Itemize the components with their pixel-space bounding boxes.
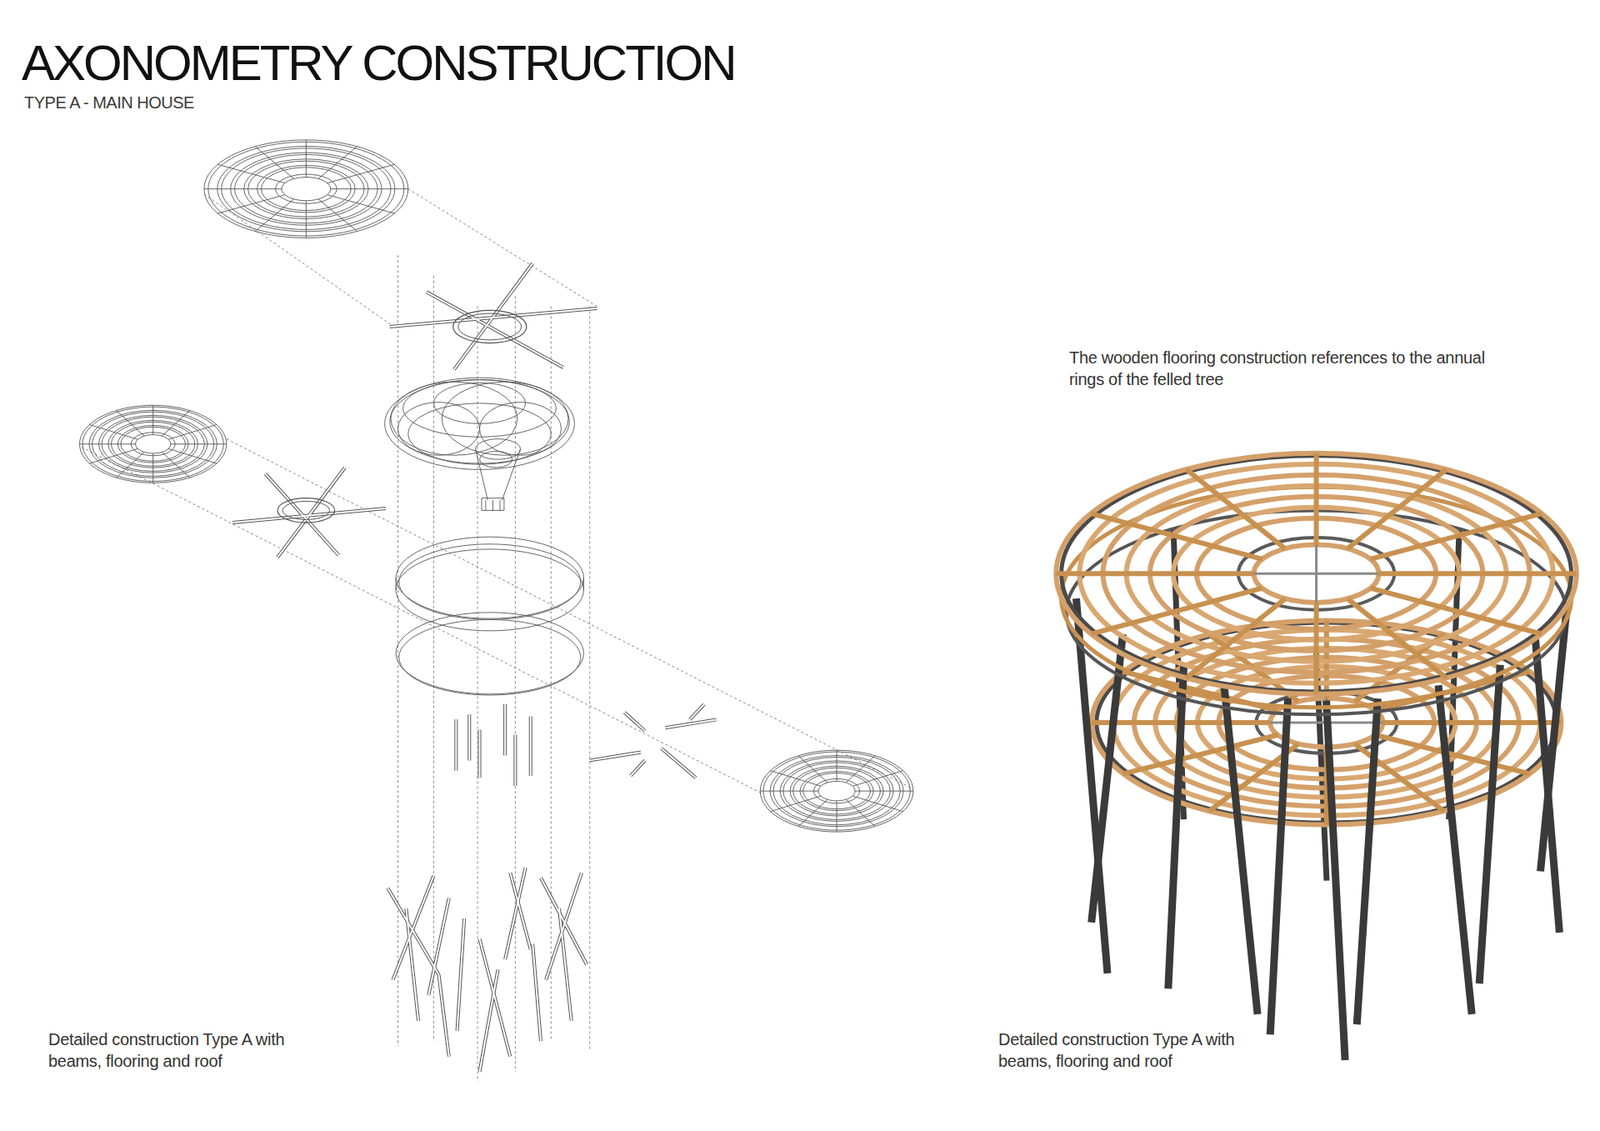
roof-disc: [204, 140, 409, 239]
caption: Detailed construction Type A with beams,…: [48, 1028, 315, 1072]
rendered-model: [1055, 453, 1576, 1057]
caption: Detailed construction Type A with beams,…: [998, 1028, 1265, 1072]
projection-lines: [81, 189, 912, 1082]
posts: [455, 704, 530, 786]
base-disc: [760, 750, 914, 832]
floor-disc: [80, 405, 227, 483]
roof-beams: [390, 263, 598, 370]
lower-beams: [590, 704, 717, 778]
floor-beams: [232, 467, 386, 558]
subtitle: TYPE A - MAIN HOUSE: [24, 93, 358, 112]
dome-shell: [385, 377, 575, 510]
note: The wooden flooring construction referen…: [1069, 346, 1499, 390]
legs: [387, 867, 587, 1072]
ring-walls: [395, 536, 584, 695]
title: AXONOMETRY CONSTRUCTION: [21, 38, 855, 89]
